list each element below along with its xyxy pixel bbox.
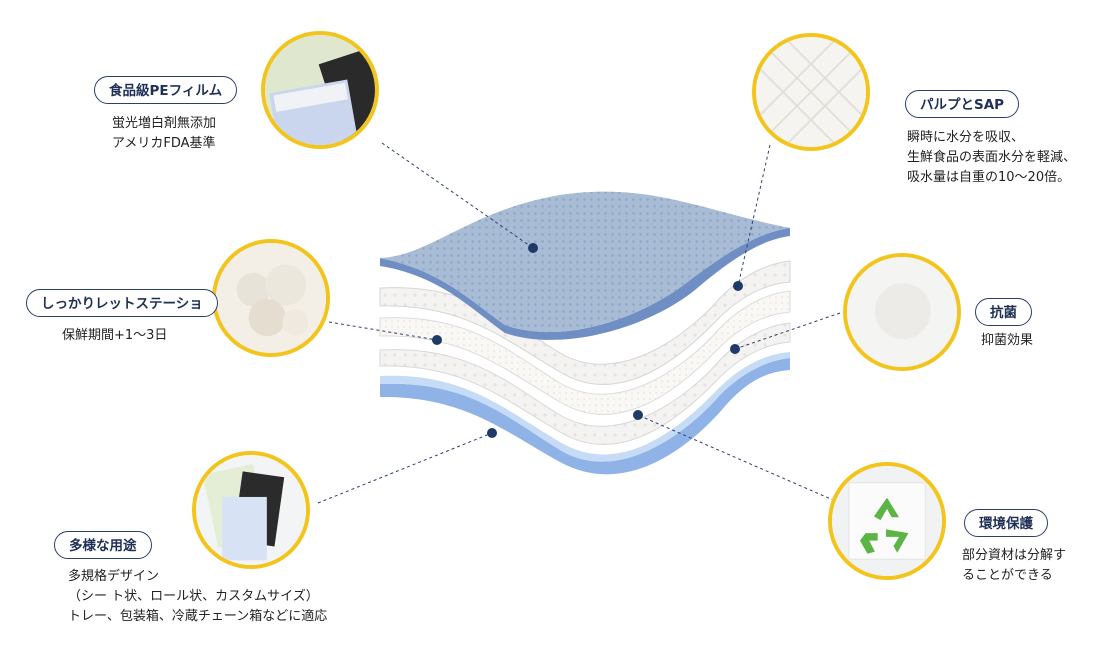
eco-recycle-photo <box>828 462 946 580</box>
connector-lines <box>317 142 841 504</box>
layer-markers <box>432 243 743 438</box>
antibacterial-photo <box>843 253 961 371</box>
marker-eco <box>633 410 643 420</box>
label-eco: 環境保護 <box>964 509 1048 537</box>
label-usage: 多様な用途 <box>54 531 152 559</box>
label-antibac: 抗菌 <box>975 298 1032 326</box>
bottom-pe-layer <box>380 352 790 475</box>
label-pulp: パルプとSAP <box>905 90 1020 118</box>
desc-usage: 多規格デザイン （シー ト状、ロール状、カスタムサイズ） トレー、包装箱、冷蔵チ… <box>68 569 328 624</box>
desc-pulp: 瞬時に水分を吸収、 生鮮食品の表面水分を軽減、 吸水量は自重の10～20倍。 <box>907 130 1077 185</box>
label-pe-film: 食品級PEフィルム <box>94 76 238 104</box>
pulp-sap-photo <box>752 33 870 151</box>
marker-antibac <box>730 344 740 354</box>
pulp-sap-layer <box>379 290 791 415</box>
recycle-icon <box>859 497 909 554</box>
antibacterial-layer <box>379 322 791 445</box>
desc-eco: 部分資材は分解す ることができる <box>962 548 1067 583</box>
desc-antibac: 抑菌効果 <box>981 333 1034 348</box>
usage-packages-photo <box>192 451 310 569</box>
desc-rette: 保鮮期間+1～3日 <box>62 328 168 343</box>
marker-usage <box>487 428 497 438</box>
marker-pulp <box>733 281 743 291</box>
label-rette: しっかりレットステーショ <box>26 289 218 317</box>
top-pe-film-layer <box>380 191 790 340</box>
marker-rette <box>432 335 442 345</box>
rette-crystals-photo <box>212 239 330 357</box>
desc-pe-film: 蛍光増白剤無添加 アメリカFDA基準 <box>112 116 217 151</box>
marker-pe-film <box>528 243 538 253</box>
upper-white-layer <box>379 260 791 385</box>
pe-film-photo <box>261 31 379 149</box>
